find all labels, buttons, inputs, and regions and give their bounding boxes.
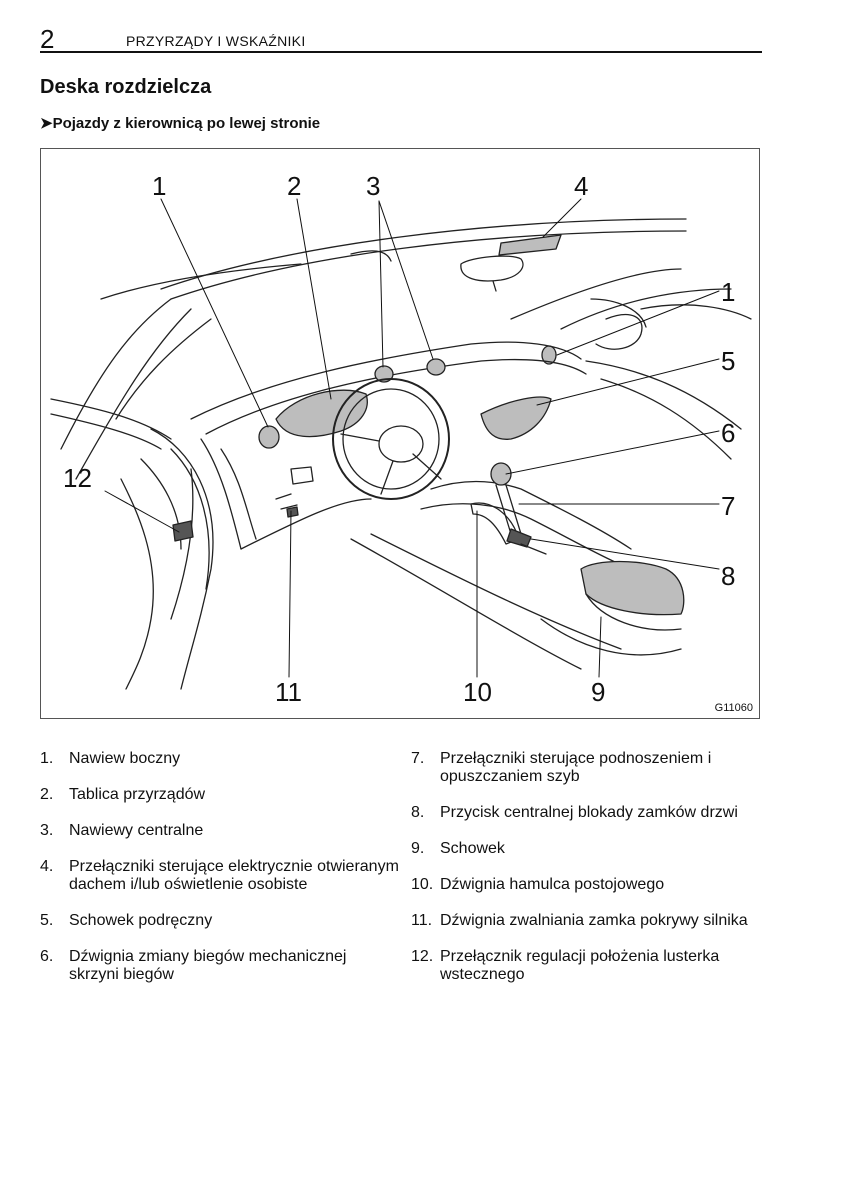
legend-text: Dźwignia zwalniania zamka pokrywy silnik…: [440, 912, 748, 929]
legend-number: 2.: [40, 786, 54, 803]
console-box: [580, 560, 685, 616]
legend-text: Nawiew boczny: [69, 750, 181, 767]
legend-item: 6. Dźwignia zmiany biegów mechanicznej sk…: [40, 948, 400, 984]
gear-knob: [490, 462, 512, 486]
callout-8: 8: [721, 561, 736, 591]
callout-3: 3: [366, 171, 381, 201]
legend-text: Tablica przyrządów: [69, 786, 206, 803]
legend-text: Dźwignia zmiany biegów mechanicznej skrz…: [69, 948, 347, 983]
callout-9: 9: [591, 677, 606, 707]
dashboard-figure: 1 2 3 4 1 5 6 7 8 9 10 11 12 G11060: [40, 148, 760, 719]
legend-number: 11.: [411, 912, 433, 929]
legend-number: 5.: [40, 912, 54, 929]
legend-text: Schowek: [440, 840, 505, 857]
instrument-cluster: [275, 389, 368, 438]
mirror-switch: [172, 520, 194, 542]
glove-box: [480, 396, 552, 440]
left-side-vent: [258, 425, 280, 449]
legend-number: 4.: [40, 858, 54, 875]
callout-10: 10: [463, 677, 492, 707]
legend-left-column: 1. Nawiew boczny 2. Tablica przyrządów 3. N…: [40, 750, 400, 1002]
callout-1: 1: [152, 171, 167, 201]
legend-number: 12.: [411, 948, 434, 965]
legend-item: 9. Schowek: [411, 840, 771, 858]
legend-text: Nawiewy centralne: [69, 822, 204, 839]
legend-text: Dźwignia hamulca postojowego: [440, 876, 665, 893]
legend-text: Przełączniki sterujące elektrycznie otwi…: [69, 858, 399, 893]
callout-5: 5: [721, 346, 736, 376]
legend-right-column: 7. Przełączniki sterujące podnoszeniem i …: [411, 750, 771, 1002]
legend-text: Przełącznik regulacji położenia lusterka…: [440, 948, 720, 983]
legend-text: Przełączniki sterujące podnoszeniem i op…: [440, 750, 712, 785]
legend-number: 7.: [411, 750, 425, 767]
legend-item: 12. Przełącznik regulacji położenia luste…: [411, 948, 771, 984]
page-number: 2: [40, 24, 55, 54]
section-title: Deska rozdzielcza: [40, 76, 212, 98]
legend-text: Schowek podręczny: [69, 912, 213, 929]
arrow-marker-icon: ➤: [40, 115, 53, 132]
legend-number: 10.: [411, 876, 434, 893]
legend-number: 1.: [40, 750, 54, 767]
legend-number: 3.: [40, 822, 54, 839]
callout-6: 6: [721, 418, 736, 448]
header-rule: [40, 51, 762, 53]
callout-7: 7: [721, 491, 736, 521]
callout-4: 4: [574, 171, 589, 201]
figure-code: G11060: [714, 702, 753, 714]
legend-number: 9.: [411, 840, 425, 857]
legend-item: 1. Nawiew boczny: [40, 750, 400, 768]
legend-item: 4. Przełączniki sterujące elektrycznie ot…: [40, 858, 400, 894]
callout-11: 11: [275, 677, 302, 707]
subsection-title: ➤Pojazdy z kierownicą po lewej stronie: [40, 114, 320, 132]
dashboard-illustration: [50, 198, 752, 690]
legend-text: Przycisk centralnej blokady zamków drzwi: [440, 804, 738, 821]
callout-12: 12: [63, 463, 92, 493]
legend-number: 6.: [40, 948, 54, 965]
legend-item: 10. Dźwignia hamulca postojowego: [411, 876, 771, 894]
legend-item: 11. Dźwignia zwalniania zamka pokrywy sil…: [411, 912, 771, 930]
callout-1b: 1: [721, 277, 736, 307]
center-vent-left: [374, 365, 394, 383]
roof-switch-panel: [498, 234, 562, 256]
legend-item: 5. Schowek podręczny: [40, 912, 400, 930]
legend-number: 8.: [411, 804, 425, 821]
callout-2: 2: [287, 171, 302, 201]
hood-release-lever: [286, 506, 299, 518]
running-header: PRZYRZĄDY I WSKAŹNIKI: [126, 33, 306, 49]
rear-view-mirror: [460, 255, 524, 282]
steering-wheel: [332, 378, 450, 500]
center-vent-right: [426, 358, 446, 376]
legend-item: 7. Przełączniki sterujące podnoszeniem i …: [411, 750, 771, 786]
legend-item: 2. Tablica przyrządów: [40, 786, 400, 804]
subsection-text: Pojazdy z kierownicą po lewej stronie: [52, 115, 321, 132]
legend-item: 8. Przycisk centralnej blokady zamków drz…: [411, 804, 771, 822]
legend-item: 3. Nawiewy centralne: [40, 822, 400, 840]
